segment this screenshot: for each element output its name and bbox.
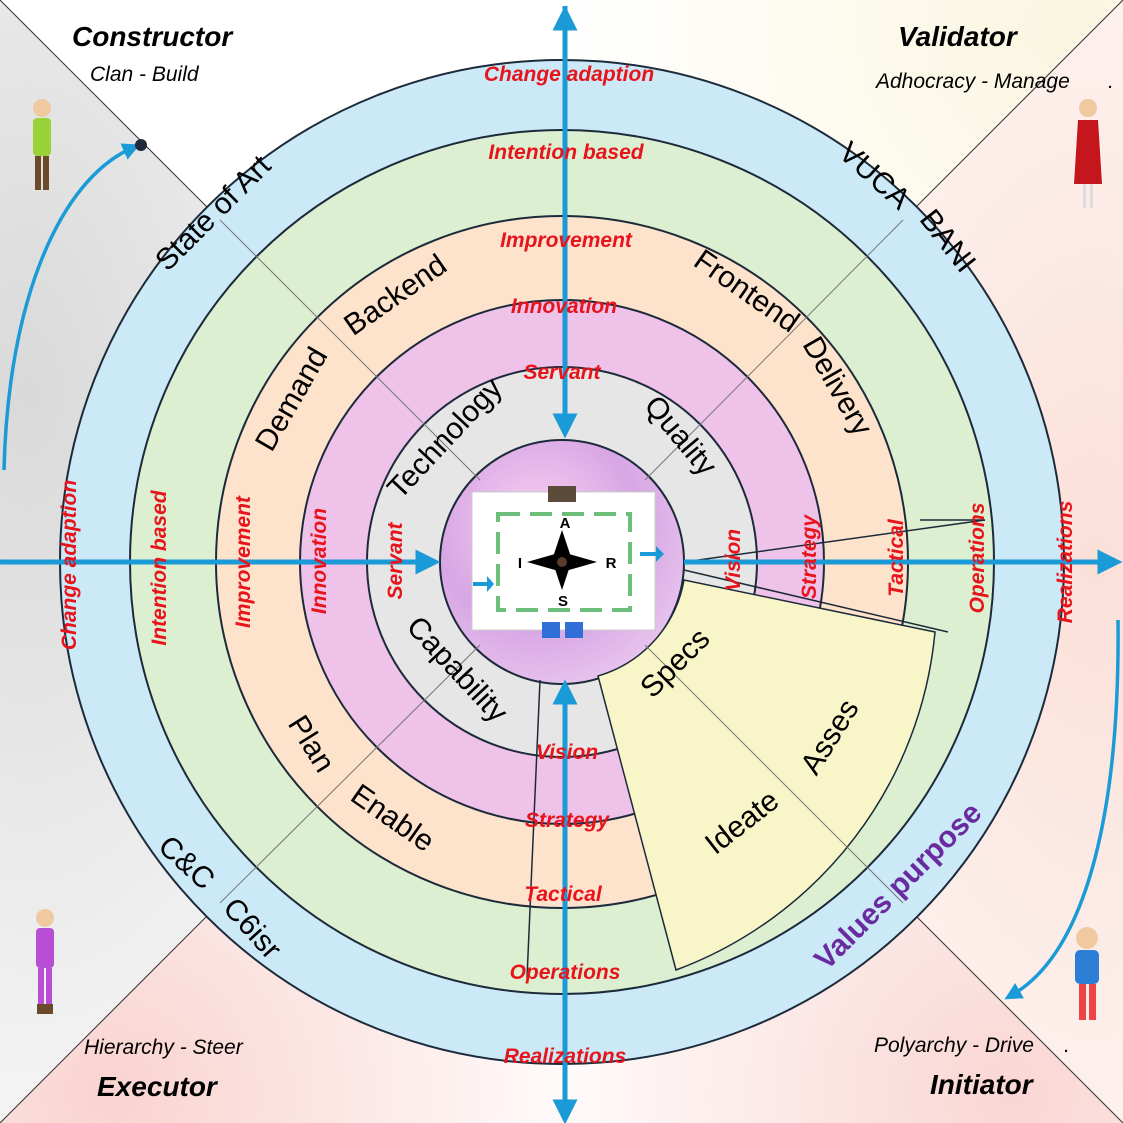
label-strategy-bottom: Strategy (525, 809, 610, 832)
validator-mark: . (1108, 70, 1114, 93)
label-servant-left: Servant (384, 521, 407, 599)
label-improvement-top: Improvement (500, 229, 633, 252)
role-subtitle-validator: Adhocracy - Manage (874, 70, 1070, 93)
compass-card: A S I R (471, 486, 664, 638)
label-servant-top: Servant (523, 361, 601, 384)
label-vision-right: Vision (722, 529, 745, 591)
axes (0, 5, 1123, 1123)
label-realizations-right: Realizations (1054, 501, 1077, 624)
compass-north: A (560, 515, 571, 532)
initiator-mark: . (1064, 1034, 1070, 1057)
top-image-icon (548, 486, 576, 502)
divider-lines (219, 219, 904, 904)
compass-west: I (518, 555, 522, 572)
role-title-initiator: Initiator (930, 1069, 1035, 1100)
role-title-executor: Executor (97, 1071, 219, 1102)
figure-constructor (33, 99, 51, 190)
label-change-adaption-top: Change adaption (484, 63, 654, 86)
label-tactical-bottom: Tactical (524, 883, 603, 906)
compass-south: S (558, 593, 568, 610)
figure-initiator (1075, 927, 1099, 1020)
label-tactical-right: Tactical (885, 518, 908, 597)
ring-labels-right: Vision Strategy Tactical Operations Real… (722, 501, 1077, 624)
flow-arrows (2, 139, 1120, 1000)
role-title-constructor: Constructor (72, 21, 234, 52)
label-innovation-top: Innovation (511, 295, 617, 318)
label-vision-bottom: Vision (536, 741, 598, 764)
role-subtitle-constructor: Clan - Build (90, 63, 200, 86)
ring-labels-left: Change adaption Intention based Improvem… (58, 480, 407, 650)
ring-labels-top: Change adaption Intention based Improvem… (484, 63, 654, 384)
label-operations-right: Operations (966, 503, 989, 614)
figure-executor (36, 909, 54, 1014)
label-strategy-right: Strategy (798, 514, 821, 599)
brain-icon (542, 622, 560, 638)
role-subtitle-executor: Hierarchy - Steer (84, 1036, 244, 1059)
ring-labels-bottom: Vision Strategy Tactical Operations Real… (504, 741, 627, 1068)
compass-east: R (606, 555, 617, 572)
label-improvement-left: Improvement (232, 495, 255, 628)
role-title-validator: Validator (898, 21, 1019, 52)
arrow-right-icon (640, 546, 664, 562)
ring-gap-cutout (526, 519, 986, 979)
label-realizations-bottom: Realizations (504, 1045, 627, 1068)
arrow-right-icon (473, 576, 494, 592)
label-innovation-left: Innovation (308, 508, 331, 614)
label-intention-based-left: Intention based (148, 489, 171, 645)
eye-icon (557, 557, 567, 567)
label-change-adaption-left: Change adaption (58, 480, 81, 650)
figure-validator (1074, 99, 1102, 208)
role-subtitle-initiator: Polyarchy - Drive (874, 1034, 1034, 1057)
label-intention-based-top: Intention based (488, 141, 644, 164)
label-operations-bottom: Operations (510, 961, 621, 984)
brain-icon (565, 622, 583, 638)
